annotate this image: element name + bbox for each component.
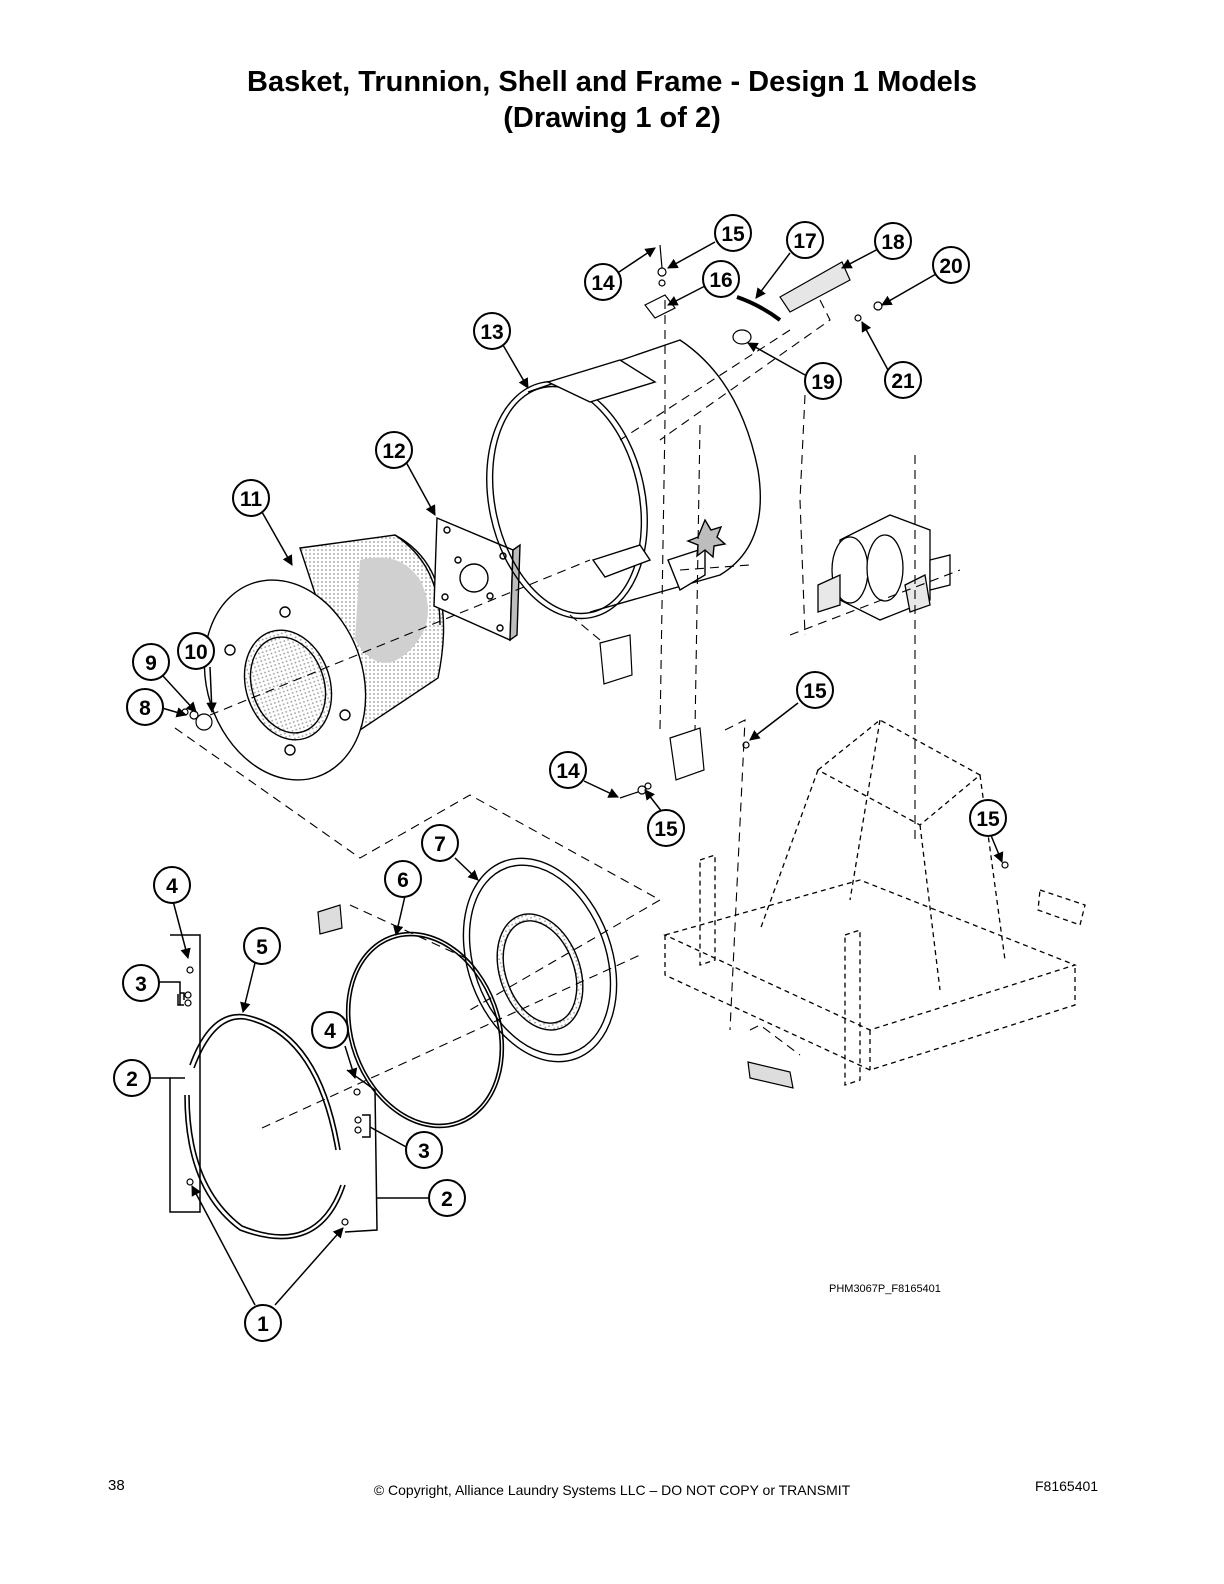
- callout-2b: 2: [428, 1179, 466, 1217]
- part-trunnion-plate: [433, 516, 521, 642]
- part-trunnion-assembly: [817, 514, 951, 621]
- part-gasket: [345, 931, 505, 1129]
- callout-18: 18: [874, 222, 912, 260]
- callout-11: 11: [232, 479, 270, 517]
- svg-text:13: 13: [480, 321, 503, 344]
- part-basket: [203, 534, 445, 781]
- svg-text:7: 7: [434, 833, 446, 856]
- callout-16: 16: [702, 260, 740, 298]
- callout-14b: 14: [549, 751, 587, 789]
- leader-lines: [145, 241, 1004, 1306]
- callout-19: 19: [804, 362, 842, 400]
- svg-text:2: 2: [126, 1068, 138, 1091]
- callout-15b: 15: [796, 671, 834, 709]
- callout-7: 7: [421, 824, 459, 862]
- callout-20: 20: [932, 246, 970, 284]
- callout-15d: 15: [969, 799, 1007, 837]
- svg-text:3: 3: [418, 1140, 430, 1163]
- callout-5: 5: [243, 927, 281, 965]
- svg-text:14: 14: [556, 760, 580, 783]
- svg-text:15: 15: [803, 680, 827, 703]
- page-number: 38: [108, 1477, 125, 1494]
- callout-13: 13: [473, 312, 511, 350]
- svg-text:18: 18: [881, 231, 905, 254]
- callout-9: 9: [132, 643, 170, 681]
- part-frame: [663, 719, 1086, 1086]
- svg-text:10: 10: [184, 641, 207, 664]
- part-door-ring: [462, 857, 618, 1063]
- drawing-code: PHM3067P_F8165401: [829, 1283, 941, 1295]
- callout-3b: 3: [405, 1131, 443, 1169]
- callout-10: 10: [177, 632, 215, 670]
- callout-14a: 14: [584, 263, 622, 301]
- page-subtitle: (Drawing 1 of 2): [503, 102, 721, 134]
- document-id: F8165401: [1035, 1478, 1099, 1494]
- page-title: Basket, Trunnion, Shell and Frame - Desi…: [247, 66, 977, 98]
- svg-text:4: 4: [166, 875, 178, 898]
- svg-text:19: 19: [811, 371, 834, 394]
- part-hardware: [181, 244, 1009, 1226]
- svg-text:5: 5: [256, 936, 268, 959]
- svg-text:15: 15: [654, 818, 678, 841]
- callout-4a: 4: [153, 866, 191, 904]
- part-clamp-ring: [184, 1013, 346, 1240]
- callouts: 1 2 2 3 3 4 4 5 6 7 8 9 10 11 12 13 14 1…: [113, 214, 1007, 1342]
- svg-text:15: 15: [721, 223, 745, 246]
- svg-text:20: 20: [939, 255, 962, 278]
- svg-text:9: 9: [145, 652, 157, 675]
- svg-text:12: 12: [382, 440, 405, 463]
- callout-21: 21: [884, 361, 922, 399]
- callout-3a: 3: [122, 964, 160, 1002]
- callout-15c: 15: [647, 809, 685, 847]
- svg-text:14: 14: [591, 272, 615, 295]
- callout-8: 8: [126, 688, 164, 726]
- svg-text:17: 17: [793, 230, 816, 253]
- svg-text:21: 21: [891, 370, 915, 393]
- svg-text:2: 2: [441, 1188, 453, 1211]
- callout-2a: 2: [113, 1059, 151, 1097]
- svg-text:1: 1: [257, 1313, 269, 1336]
- callout-15a: 15: [714, 214, 752, 252]
- callout-4b: 4: [311, 1011, 349, 1049]
- svg-text:11: 11: [240, 488, 263, 511]
- assembly-guide-lines: [174, 299, 961, 1129]
- callout-1: 1: [244, 1304, 282, 1342]
- svg-text:4: 4: [324, 1020, 336, 1043]
- svg-text:3: 3: [135, 973, 147, 996]
- svg-text:15: 15: [976, 808, 1000, 831]
- callout-6: 6: [384, 860, 422, 898]
- svg-text:6: 6: [397, 869, 409, 892]
- svg-text:16: 16: [709, 269, 732, 292]
- svg-text:8: 8: [139, 697, 151, 720]
- callout-12: 12: [375, 431, 413, 469]
- callout-17: 17: [786, 221, 824, 259]
- copyright-notice: © Copyright, Alliance Laundry Systems LL…: [373, 1482, 851, 1498]
